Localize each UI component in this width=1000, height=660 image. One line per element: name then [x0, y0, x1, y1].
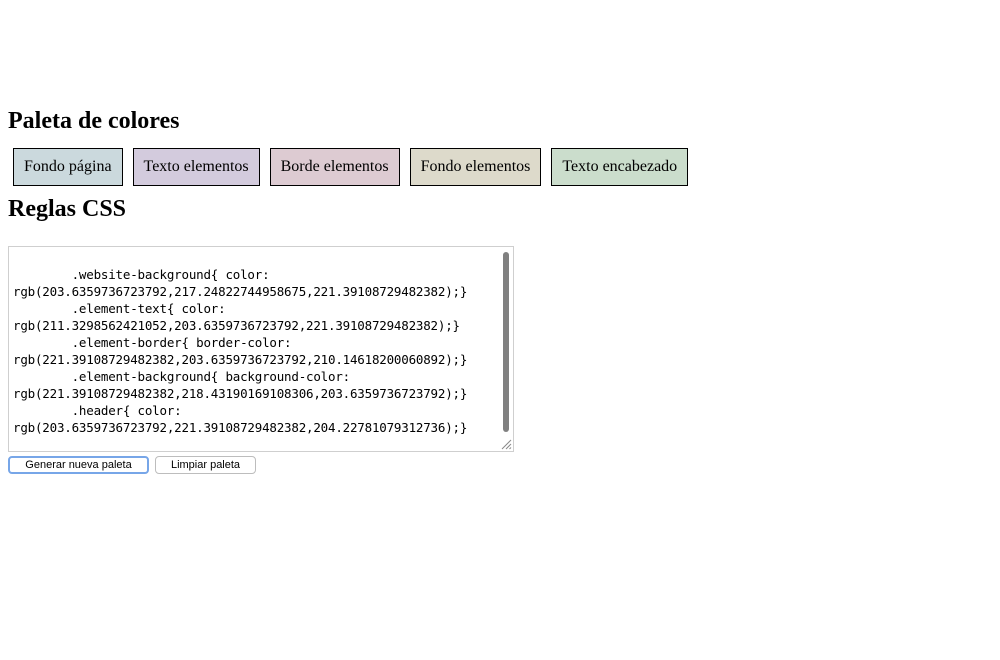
resize-grip-icon[interactable] — [500, 438, 512, 450]
swatch-element-text: Texto elementos — [132, 148, 260, 186]
swatch-header-text: Texto encabezado — [551, 148, 689, 186]
palette-swatches: Fondo página Texto elementos Borde eleme… — [13, 148, 689, 186]
clear-palette-button[interactable]: Limpiar paleta — [155, 456, 256, 474]
css-textarea-scrollbar[interactable] — [503, 249, 511, 435]
css-textarea-scrollbar-thumb[interactable] — [503, 252, 509, 432]
swatch-element-background: Fondo elementos — [409, 148, 542, 186]
css-heading: Reglas CSS — [8, 196, 127, 222]
swatch-element-border: Borde elementos — [269, 148, 400, 186]
css-rules-textarea[interactable]: .website-background{ color: rgb(203.6359… — [8, 246, 514, 452]
css-rules-text: .website-background{ color: rgb(203.6359… — [13, 267, 468, 435]
swatch-page-background: Fondo página — [13, 148, 123, 186]
generate-palette-button[interactable]: Generar nueva paleta — [8, 456, 149, 474]
palette-heading: Paleta de colores — [8, 108, 180, 134]
